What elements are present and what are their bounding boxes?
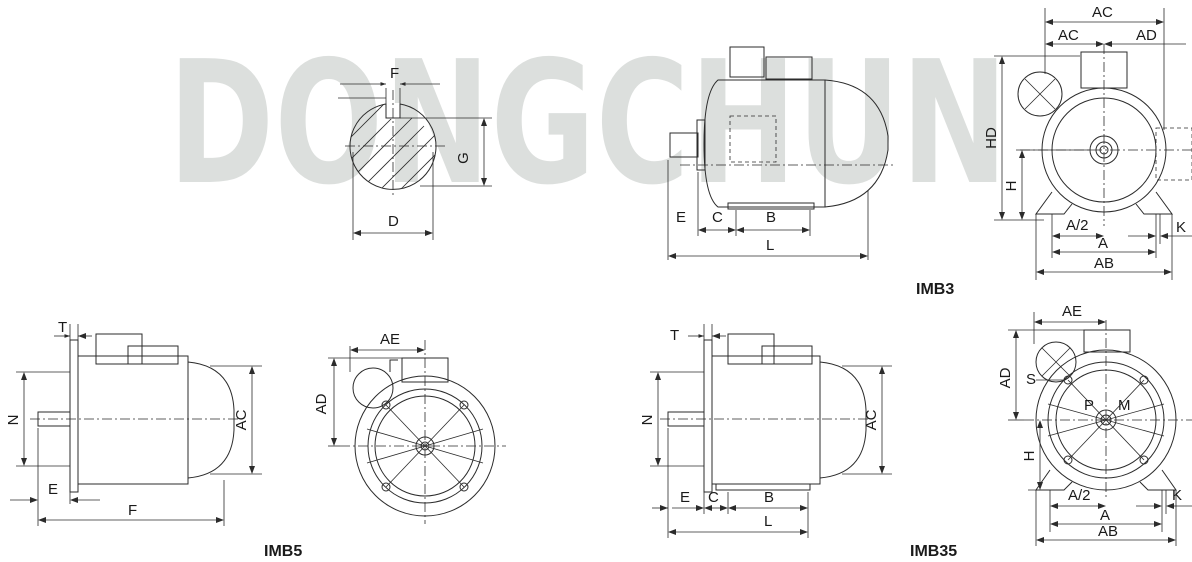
dim-k-label: K [1176,219,1186,236]
dim-k-label: K [1172,487,1182,504]
dim-p-label: P [1084,397,1094,414]
dim-a-half-label: A/2 [1066,217,1089,234]
dim-ac-label: AC [863,409,880,430]
dim-f-label: F [128,502,137,519]
dim-d-label: D [388,213,399,230]
dim-h-label: H [1003,181,1020,192]
dim-e-label: E [680,489,690,506]
dim-g-label: G [455,152,472,164]
dim-a-label: A [1100,507,1110,524]
shaft-section: F G D [338,65,492,240]
imb5-front-view: AE AD [313,331,506,524]
dim-b-label: B [764,489,774,506]
dim-ab-label: AB [1098,523,1118,540]
dim-s-label: S [1026,371,1036,388]
dim-ac-label: AC [233,409,250,430]
dim-ac-label: AC [1058,27,1079,44]
dim-t-label: T [58,319,67,336]
dim-c-label: C [712,209,723,226]
dim-a-label: A [1098,235,1108,252]
dim-n-label: N [5,415,22,426]
dim-ad-label: AD [313,393,330,414]
dim-ad-label: AD [997,367,1014,388]
dim-m-label: M [1118,397,1131,414]
caption-imb35: IMB35 [910,543,957,560]
imb35-front-view: AE AD H S P M A/2 A AB K [997,303,1192,546]
dim-b-label: B [766,209,776,226]
dim-ab-label: AB [1094,255,1114,272]
caption-imb3: IMB3 [916,281,954,298]
dim-h-label: H [1021,451,1038,462]
dim-ae-label: AE [380,331,400,348]
dim-e-label: E [676,209,686,226]
dim-ad-label: AD [1136,27,1157,44]
imb3-front-view: AC AC AD HD H A/2 A AB K [983,4,1192,280]
watermark-text: DONGCHUN [168,25,1008,223]
dim-ac-top-label: AC [1092,4,1113,21]
dim-c-label: C [708,489,719,506]
dim-t-label: T [670,327,679,344]
imb5-side-view: T N AC E F [5,319,262,526]
dim-l-label: L [766,237,774,254]
dim-e-label: E [48,481,58,498]
dim-ae-label: AE [1062,303,1082,320]
dim-n-label: N [639,415,656,426]
dim-a-half-label: A/2 [1068,487,1091,504]
caption-imb5: IMB5 [264,543,302,560]
dim-l-label: L [764,513,772,530]
dim-f-label: F [390,65,399,82]
dim-hd-label: HD [983,127,1000,149]
imb35-side-view: T N AC E C B L [639,324,892,538]
imb3-side-view: E C B L [667,46,893,260]
